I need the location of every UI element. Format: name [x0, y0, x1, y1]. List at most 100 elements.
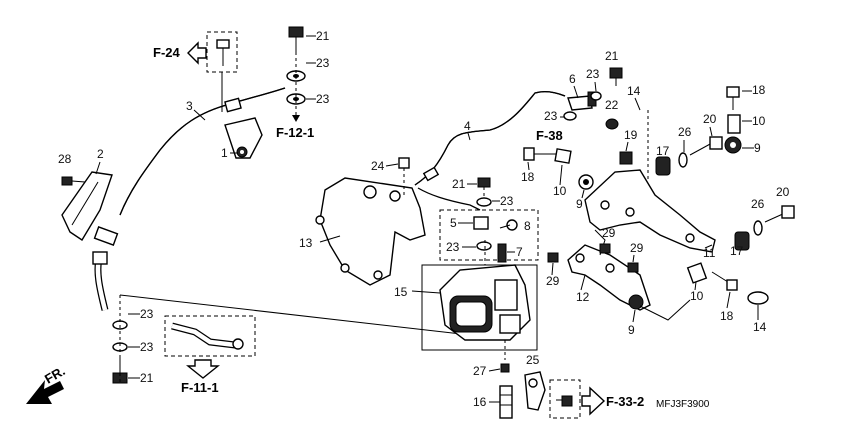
front-arrow-icon: [26, 380, 64, 404]
bolt-18-c: [711, 271, 738, 291]
bolt-19: [619, 151, 633, 165]
bolt-29-b: [599, 243, 611, 254]
callout-6: 6: [569, 72, 576, 86]
bolt-21-right-top: [609, 67, 623, 86]
callout-17: 17: [730, 244, 744, 258]
callout-9: 9: [754, 141, 761, 155]
bolt-28: [61, 176, 86, 186]
bolt-18-b: [726, 86, 740, 110]
callout-23: 23: [446, 240, 460, 254]
collar-10-c: [686, 262, 708, 284]
ref-f38: F-38: [536, 128, 563, 143]
bracket-2: [61, 171, 119, 246]
bolt-21-top: [288, 26, 304, 52]
callout-10: 10: [690, 289, 704, 303]
bolt-29-a: [547, 252, 559, 263]
washer-14-b: [747, 291, 769, 305]
ref-f121: F-12-1: [276, 125, 314, 140]
callout-27: 27: [473, 364, 487, 378]
ref-f111: F-11-1: [181, 380, 219, 395]
callout-23: 23: [316, 56, 330, 70]
nut-9-a: [578, 174, 594, 190]
washer-23-right-a: [590, 91, 602, 101]
bracket-12: [567, 244, 651, 311]
callout-14: 14: [753, 320, 767, 334]
nut-9-c: [628, 294, 644, 310]
callout-18: 18: [720, 309, 734, 323]
callout-13: 13: [299, 236, 313, 250]
bolt-f332: [556, 395, 573, 407]
callout-20: 20: [776, 185, 790, 199]
callout-20: 20: [703, 112, 717, 126]
arrow-f111: [186, 359, 220, 379]
callout-28: 28: [58, 152, 72, 166]
front-label: FR.: [42, 363, 68, 386]
bracket-13: [315, 177, 426, 286]
collar-10-a: [554, 148, 572, 164]
callout-15: 15: [394, 285, 408, 299]
abs-modulator-outline: [421, 264, 538, 351]
clamp-1: [224, 117, 263, 159]
brake-pipe-4: [414, 90, 566, 186]
washer-26-b: [753, 220, 763, 236]
callout-18: 18: [752, 83, 766, 97]
center-dashed-box: [439, 209, 539, 261]
f332-dashed-box: [549, 379, 581, 419]
union-5: [473, 216, 489, 230]
callout-23: 23: [500, 194, 514, 208]
washer-23-center-a: [476, 197, 492, 207]
callout-23: 23: [316, 92, 330, 106]
arrow-f24: [187, 41, 207, 65]
callout-5: 5: [450, 216, 457, 230]
callout-17: 17: [656, 144, 670, 158]
callout-1: 1: [221, 146, 228, 160]
callout-14: 14: [627, 84, 641, 98]
callout-2: 2: [97, 147, 104, 161]
callout-21: 21: [140, 371, 154, 385]
callout-21: 21: [316, 29, 330, 43]
diagram-code: MFJ3F3900: [656, 399, 710, 410]
callout-18: 18: [521, 170, 535, 184]
washer-23-right-b: [563, 111, 577, 121]
callout-22: 22: [605, 98, 619, 112]
arrow-f332: [581, 386, 606, 416]
callout-26: 26: [678, 125, 692, 139]
callout-21: 21: [452, 177, 466, 191]
bushing-17-a: [655, 156, 671, 176]
callout-24: 24: [371, 159, 385, 173]
callout-12: 12: [576, 290, 590, 304]
callout-23: 23: [140, 340, 154, 354]
f24-dashed-box: [206, 31, 238, 73]
abs-modulator-15: [439, 264, 531, 341]
callouts: 21 23 23 3 1 28 2 23 23 21 24 13 15 4 21…: [58, 29, 790, 409]
collar-27: [500, 363, 510, 373]
collar-10-b: [727, 114, 741, 134]
washer-23-center-b: [476, 241, 492, 251]
callout-23: 23: [544, 109, 558, 123]
callout-9: 9: [576, 197, 583, 211]
callout-21: 21: [605, 49, 619, 63]
callout-16: 16: [473, 395, 487, 409]
ref-f24: F-24: [153, 45, 181, 60]
callout-26: 26: [751, 197, 765, 211]
nut-22: [605, 118, 619, 130]
callout-4: 4: [464, 119, 471, 133]
bushing-17-b: [734, 231, 750, 251]
callout-25: 25: [526, 353, 540, 367]
bolt-20-a: [689, 136, 723, 156]
brake-hose-lower: [92, 251, 109, 311]
bolt-29-c: [627, 262, 639, 273]
callout-29: 29: [630, 241, 644, 255]
callout-7: 7: [516, 245, 523, 259]
ref-f332: F-33-2: [606, 394, 644, 409]
callout-23: 23: [140, 307, 154, 321]
callout-8: 8: [524, 219, 531, 233]
nut-9-b: [724, 136, 742, 154]
callout-29: 29: [602, 226, 616, 240]
bolt-8: [499, 219, 518, 231]
washer-26-a: [678, 152, 688, 168]
brake-hose-3: [119, 87, 286, 216]
callout-23: 23: [586, 67, 600, 81]
